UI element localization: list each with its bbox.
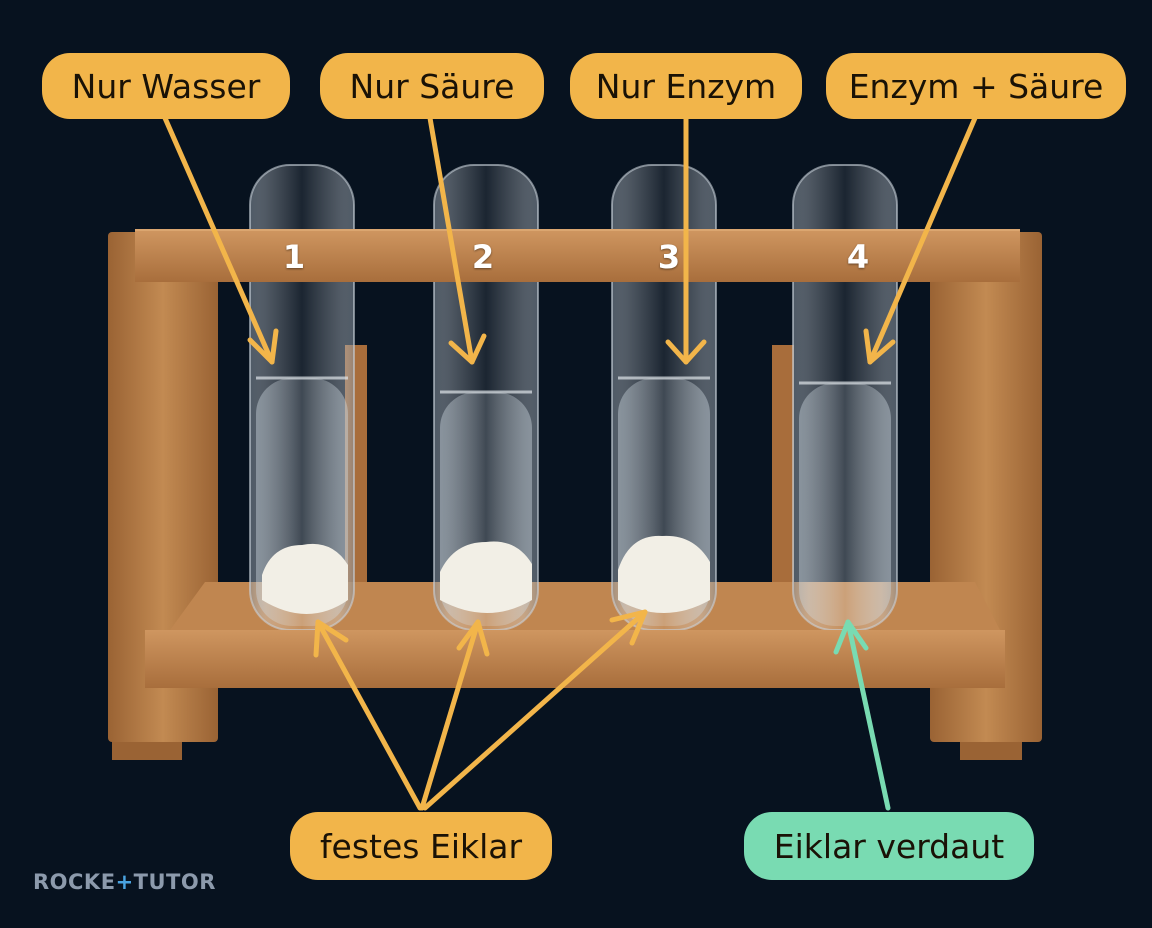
- arrow-tube2: [427, 115, 487, 365]
- arrow-tube1: [162, 115, 279, 365]
- back-post-2: [772, 345, 794, 590]
- egg-white-solid-2: [440, 541, 532, 613]
- arrow-tube4: [863, 115, 978, 365]
- tube-number-4: 4: [846, 238, 870, 276]
- tube-number-3: 3: [657, 238, 681, 276]
- rack-top-bar: [135, 230, 1020, 282]
- logo-text-right: TUTOR: [133, 870, 216, 894]
- arrow-tube3: [665, 115, 707, 365]
- arrow-solid-2: [419, 619, 490, 811]
- label-only-enzyme: Nur Enzym: [570, 53, 802, 119]
- tube-number-2: 2: [471, 238, 495, 276]
- rack-base-front: [145, 630, 1005, 688]
- egg-white-solid-3: [618, 535, 710, 613]
- label-egg-white-digested: Eiklar verdaut: [744, 812, 1034, 880]
- brand-logo: ROCKE+TUTOR: [33, 870, 216, 894]
- label-only-acid: Nur Säure: [320, 53, 544, 119]
- arrow-solid-3: [422, 609, 648, 811]
- logo-plus: +: [115, 870, 134, 894]
- egg-white-solid-1: [262, 543, 348, 614]
- label-enzyme-acid: Enzym + Säure: [826, 53, 1126, 119]
- label-solid-egg-white: festes Eiklar: [290, 812, 552, 880]
- label-only-water: Nur Wasser: [42, 53, 290, 119]
- logo-text-left: ROCKE: [33, 870, 116, 894]
- arrow-solid-1: [313, 619, 423, 811]
- tube-number-1: 1: [282, 238, 306, 276]
- arrow-digested: [833, 619, 891, 811]
